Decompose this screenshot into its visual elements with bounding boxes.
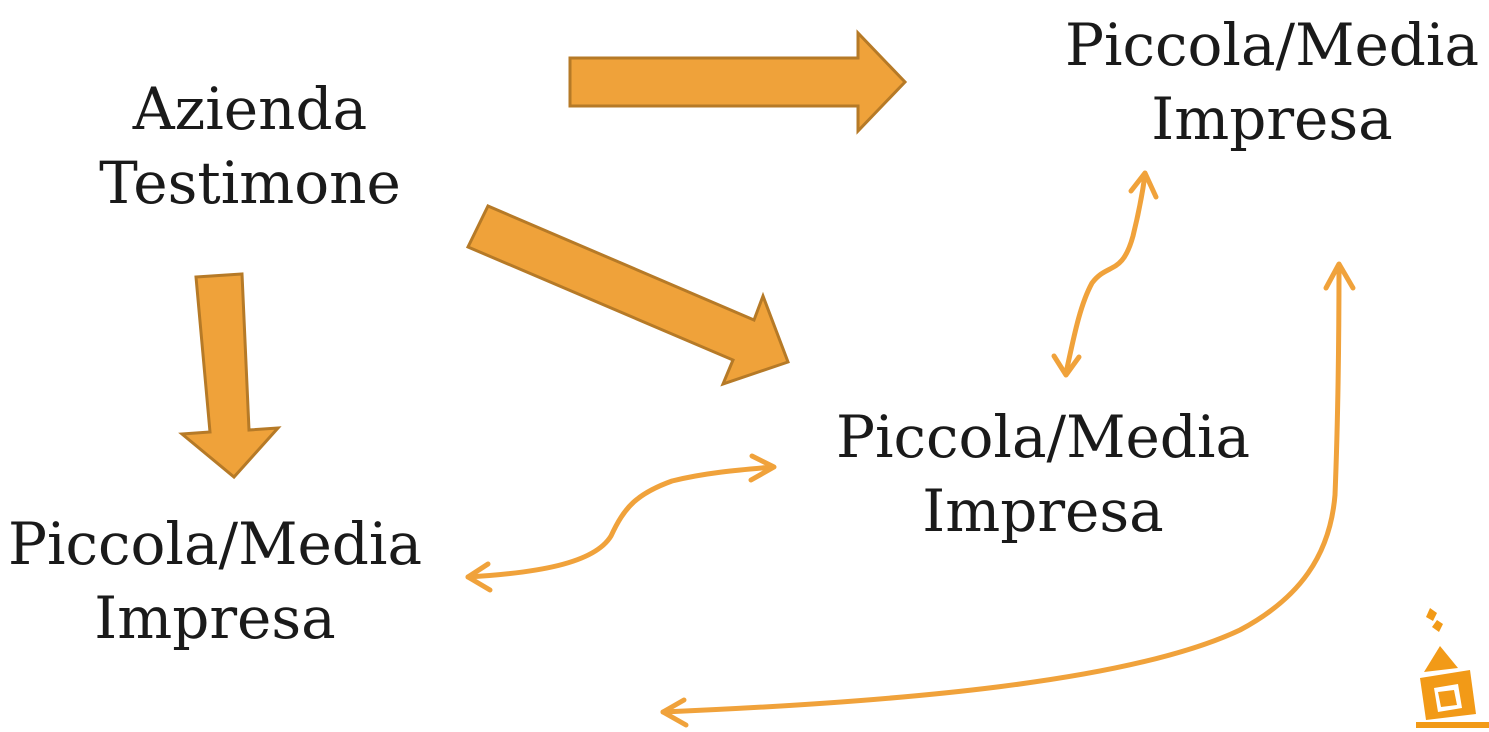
node-label-line1: Piccola/Media <box>835 403 1251 471</box>
block-arrow-to-bottom-left <box>178 272 282 480</box>
node-label-line1: Piccola/Media <box>7 510 423 578</box>
node-azienda-testimone: Azienda Testimone <box>60 72 440 220</box>
node-label-line1: Piccola/Media <box>1064 11 1480 79</box>
block-arrow-to-top-right <box>568 29 908 135</box>
block-arrow-to-center <box>465 204 790 387</box>
arrowhead-top-right-lower <box>1323 261 1356 291</box>
node-label-line1: Azienda <box>132 75 368 143</box>
falling-house-logo-icon <box>1416 608 1489 728</box>
node-pmi-top-right: Piccola/Media Impresa <box>1062 8 1482 156</box>
arrowhead-center-left <box>748 453 777 483</box>
connector-center-to-top-right <box>1063 172 1148 376</box>
arrowhead-bottom <box>660 697 689 728</box>
node-pmi-center: Piccola/Media Impresa <box>823 400 1263 548</box>
node-label-line2: Impresa <box>1151 85 1393 153</box>
arrowhead-top-right <box>1128 170 1159 200</box>
node-pmi-bottom-left: Piccola/Media Impresa <box>0 507 430 655</box>
connector-bottom-to-top-right <box>660 262 1342 715</box>
connector-bottom-left-to-center <box>465 464 776 580</box>
node-label-line2: Impresa <box>922 477 1164 545</box>
arrowhead-bottom-left <box>465 561 493 593</box>
node-label-line2: Impresa <box>94 584 336 652</box>
node-label-line2: Testimone <box>99 149 401 217</box>
arrowhead-center-upper <box>1051 353 1082 378</box>
